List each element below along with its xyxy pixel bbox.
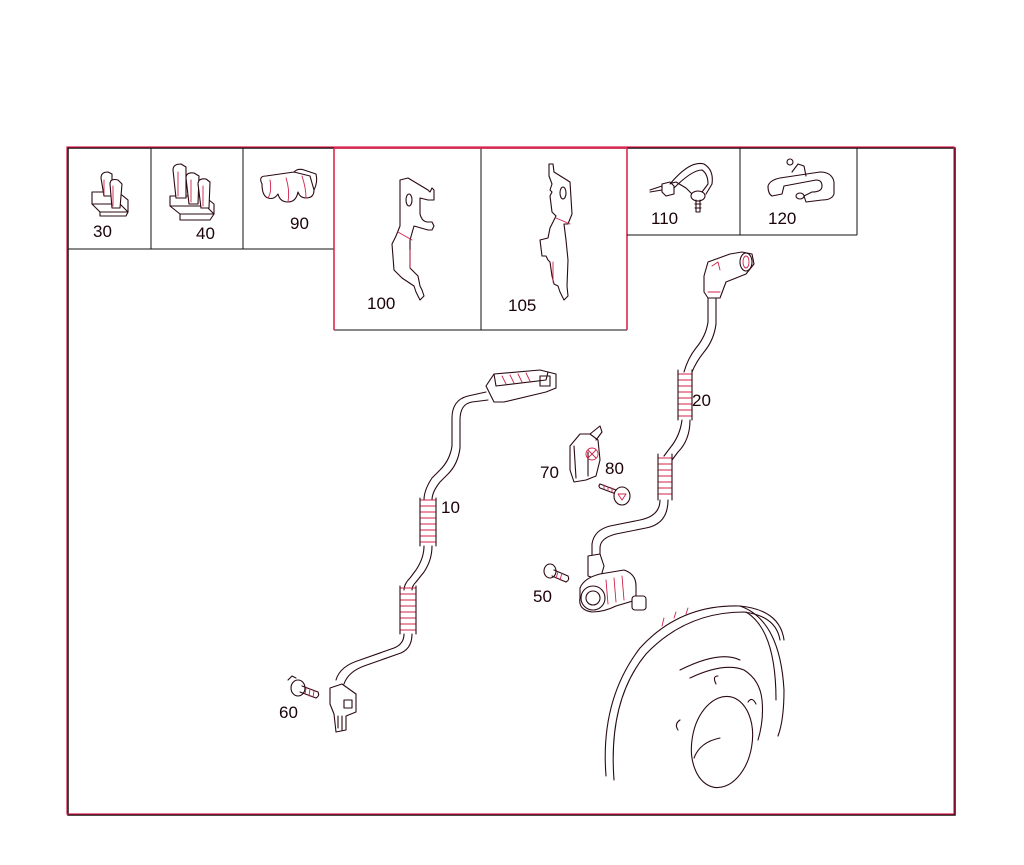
label-80[interactable]: 80 bbox=[605, 459, 624, 478]
part-10-sensor-cable-icon[interactable]: 10 bbox=[329, 369, 557, 733]
label-70[interactable]: 70 bbox=[540, 463, 559, 482]
label-105[interactable]: 105 bbox=[508, 296, 536, 315]
label-90[interactable]: 90 bbox=[290, 214, 309, 233]
label-50[interactable]: 50 bbox=[533, 587, 552, 606]
label-20[interactable]: 20 bbox=[692, 391, 711, 410]
label-40[interactable]: 40 bbox=[196, 224, 215, 243]
label-30[interactable]: 30 bbox=[93, 222, 112, 241]
part-20-sensor-cable-icon[interactable]: 20 bbox=[579, 251, 755, 613]
part-30-clip-icon[interactable]: 30 bbox=[91, 171, 129, 241]
inset-grid bbox=[68, 147, 858, 331]
label-120[interactable]: 120 bbox=[768, 209, 796, 228]
part-40-clip-icon[interactable]: 40 bbox=[169, 163, 215, 243]
brake-disc-icon bbox=[604, 605, 785, 789]
part-50-bolt-icon[interactable]: 50 bbox=[533, 563, 570, 606]
part-120-clamp-icon[interactable]: 120 bbox=[767, 158, 835, 228]
outer-frame bbox=[66, 146, 956, 816]
part-80-bolt-icon[interactable]: 80 bbox=[598, 459, 631, 506]
part-100-bracket-icon[interactable]: 100 bbox=[367, 177, 435, 313]
part-110-cable-tie-icon[interactable]: 110 bbox=[649, 162, 713, 228]
label-10[interactable]: 10 bbox=[441, 498, 460, 517]
part-105-bracket-icon[interactable]: 105 bbox=[508, 163, 573, 315]
label-100[interactable]: 100 bbox=[367, 294, 395, 313]
part-60-bolt-icon[interactable]: 60 bbox=[279, 675, 320, 722]
part-70-holder-icon[interactable]: 70 bbox=[540, 425, 603, 483]
label-60[interactable]: 60 bbox=[279, 703, 298, 722]
part-90-holder-icon[interactable]: 90 bbox=[260, 168, 318, 233]
label-110[interactable]: 110 bbox=[651, 209, 678, 228]
